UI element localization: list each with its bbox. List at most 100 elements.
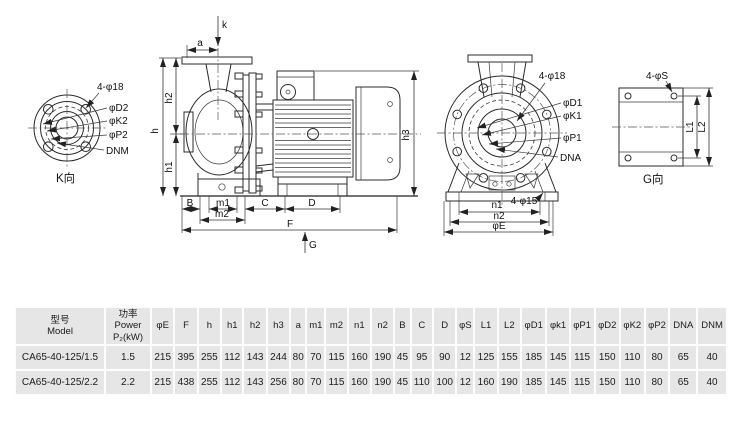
technical-drawing: 4-φ18 φD2 φK2 φP2 DNM K向	[28, 16, 713, 253]
table-cell: 160	[348, 371, 370, 395]
table-cell: 395	[175, 346, 197, 370]
table-cell: 185	[522, 346, 546, 370]
motor-fins	[275, 104, 351, 173]
table-cell: 215	[152, 371, 174, 395]
column-header: n1	[348, 308, 370, 345]
front-bolt-holes	[452, 83, 552, 183]
terminal-box	[276, 70, 315, 101]
table-cell: 70	[307, 346, 325, 370]
column-header-power-line: 功率	[118, 309, 138, 320]
table-cell: 115	[570, 371, 594, 395]
label-phi-d2: φD2	[109, 103, 129, 114]
k-view-flange-drawing: 4-φ18 φD2 φK2 φP2 DNM K向	[28, 82, 129, 185]
label-n2: n2	[493, 211, 505, 222]
power-cell: 2.2	[106, 371, 150, 395]
table-cell: 143	[244, 371, 266, 395]
table-cell: 112	[222, 346, 243, 370]
table-cell: 115	[570, 346, 594, 370]
label-l1: L1	[685, 121, 696, 133]
column-header: D	[433, 308, 456, 345]
label-g-view: G向	[643, 172, 663, 186]
column-header: φS	[457, 308, 474, 345]
table-cell: 12	[457, 346, 474, 370]
table-cell: 244	[267, 346, 290, 370]
column-header: h2	[244, 308, 266, 345]
column-header: m2	[326, 308, 347, 345]
label-4-phi18-front: 4-φ18	[539, 71, 566, 82]
table-cell: 115	[326, 346, 347, 370]
label-phi-p1: φP1	[563, 133, 582, 144]
column-header: B	[395, 308, 410, 345]
table-cell: 256	[267, 371, 290, 395]
table-cell: 215	[152, 346, 174, 370]
column-header: φK2	[620, 308, 644, 345]
label-h3: h3	[401, 129, 412, 141]
label-phi-e: φE	[492, 221, 505, 232]
motor-badge	[307, 128, 319, 140]
plate-holes	[624, 92, 678, 162]
label-k-view: K向	[56, 171, 75, 185]
pump-casing	[185, 88, 253, 176]
table-cell: 438	[175, 371, 197, 395]
label-n1: n1	[491, 200, 503, 211]
label-h: h	[150, 128, 161, 134]
label-B: B	[187, 198, 194, 209]
label-h2: h2	[164, 92, 175, 104]
table-cell: 255	[198, 346, 221, 370]
label-dnm: DNM	[106, 146, 129, 157]
table-cell: 70	[307, 371, 325, 395]
bolt-hole	[43, 104, 54, 115]
flange-bolts	[234, 72, 263, 194]
suction-cover	[183, 111, 194, 153]
label-phi-k2: φK2	[109, 116, 128, 127]
table-cell: 115	[326, 371, 347, 395]
table-cell: 125	[475, 346, 497, 370]
column-header: DNA	[670, 308, 697, 345]
column-header: F	[175, 308, 197, 345]
table-cell: 110	[620, 346, 644, 370]
label-F: F	[287, 219, 293, 230]
label-dna: DNA	[560, 153, 581, 164]
table-cell: 150	[595, 371, 619, 395]
column-header: φP2	[645, 308, 669, 345]
column-header: m1	[307, 308, 325, 345]
label-phi-d1: φD1	[563, 98, 583, 109]
side-view-drawing: k a h h2 h1 h3 B m1 C D m2 F G	[150, 16, 421, 253]
label-D: D	[308, 198, 315, 209]
column-header: h	[198, 308, 221, 345]
column-header: n2	[372, 308, 394, 345]
table-cell: 145	[547, 346, 569, 370]
bolt-hole	[80, 104, 91, 115]
label-phi-p2: φP2	[109, 130, 128, 141]
support-legs	[447, 162, 557, 193]
table-cell: 80	[291, 371, 306, 395]
table-cell: 112	[222, 371, 243, 395]
table-cell: 190	[372, 346, 394, 370]
label-m2: m2	[215, 209, 229, 220]
label-a: a	[197, 38, 203, 49]
table-cell: 190	[498, 371, 520, 395]
label-h1: h1	[164, 161, 175, 173]
g-view-drawing: 4-φS L1 L2 G向	[612, 71, 713, 186]
table-cell: 45	[395, 371, 410, 395]
column-header: h3	[267, 308, 290, 345]
table-cell: 255	[198, 371, 221, 395]
table-cell: 40	[698, 346, 726, 370]
label-k: k	[222, 20, 228, 31]
label-4-phi-s: 4-φS	[646, 71, 668, 82]
column-header: L2	[498, 308, 520, 345]
table-cell: 150	[595, 346, 619, 370]
fan-cover	[355, 86, 401, 181]
column-header: φE	[152, 308, 174, 345]
motor-feet	[277, 177, 348, 196]
base-plate-front	[445, 191, 559, 202]
